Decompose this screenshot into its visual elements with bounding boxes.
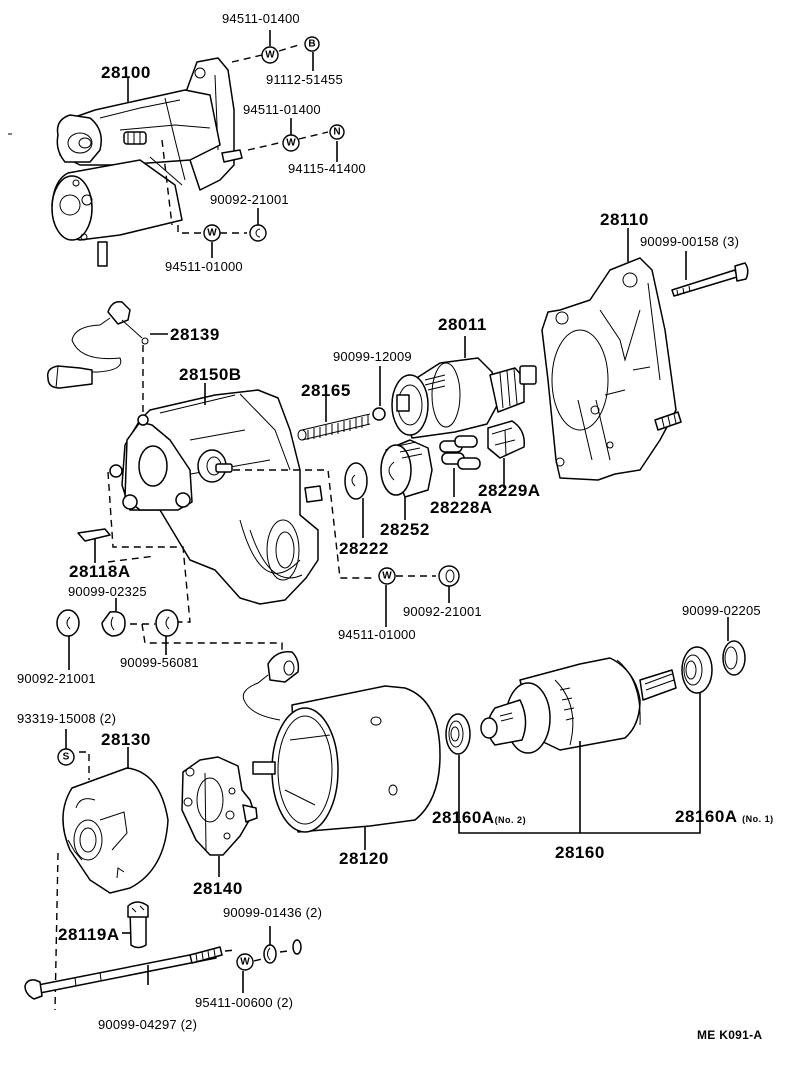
clip-90099-56081[interactable] [155,609,179,637]
label-90092-21001-mid: 90092-21001 [403,604,482,619]
quantity: (2) [180,1017,198,1032]
label-95411-00600: 95411-00600 (2) [195,996,293,1009]
label-90099-01436: 90099-01436 (2) [223,906,322,919]
label-28228a: 28228A [430,498,493,517]
label-28222: 28222 [339,539,389,558]
label-28130: 28130 [101,730,151,749]
svg-text:W: W [265,50,275,61]
brush-28119a[interactable] [127,901,149,949]
brush-holder-28140[interactable] [181,756,258,856]
label-90099-02325: 90099-02325 [68,584,147,599]
clutch-28011[interactable] [391,357,537,439]
plate-28118a[interactable] [77,528,111,542]
label-94115-41400: 94115-41400 [288,161,366,176]
through-bolt-90099-04297[interactable] [24,946,223,1000]
washer-symbol: W [282,134,300,152]
quantity: (3) [722,234,740,249]
clip-90092-21001-mid[interactable] [438,565,460,587]
part-number: 90099-00158 [640,234,719,249]
end-frame-28130[interactable] [62,767,169,894]
washer-symbol: W [378,567,396,585]
part-number: 28160A [675,807,737,826]
label-28165: 28165 [301,381,351,400]
label-28150b: 28150B [179,365,242,384]
ball-90099-12009[interactable] [372,407,386,421]
part-number: 28160A [432,808,495,827]
label-91112-51455: 91112-51455 [266,72,343,87]
label-28160: 28160 [555,843,605,862]
spring-28165[interactable] [297,413,371,441]
label-94511-01000-top: 94511-01000 [165,259,243,274]
lock-washer-90099-01436[interactable] [263,944,277,964]
idler-gear-28252[interactable] [380,439,433,498]
clip-90092-21001-left[interactable] [56,609,80,637]
part-number: 95411-00600 [195,995,273,1010]
label-28118a: 28118A [69,562,131,581]
label-90092-21001-top: 90092-21001 [210,192,289,207]
label-28011: 28011 [438,315,487,334]
label-28229a: 28229A [478,481,541,500]
armature-28160[interactable] [480,657,677,754]
label-28120: 28120 [339,849,389,868]
label-28252: 28252 [380,520,430,539]
label-93319-15008: 93319-15008 (2) [17,712,116,725]
label-90099-04297: 90099-04297 (2) [98,1018,197,1031]
label-90099-56081: 90099-56081 [120,655,199,670]
clip-symbol [249,224,267,242]
bearing-28160a-no2[interactable] [445,713,471,755]
nut-symbol: N [329,124,345,140]
washer-symbol: W [236,953,254,971]
retainer-28229a[interactable] [487,420,525,459]
yoke-28120[interactable] [242,651,441,833]
quantity: (2) [305,905,323,920]
label-90099-00158: 90099-00158 (3) [640,235,739,248]
part-number: 90099-01436 [223,905,302,920]
o-ring[interactable] [292,939,302,955]
part-number: 90099-04297 [98,1017,177,1032]
bearing-28160a-no1[interactable] [681,646,713,694]
svg-text:B: B [308,39,315,50]
label-28140: 28140 [193,879,243,898]
position-note: (No. 2) [494,815,527,825]
svg-text:W: W [207,228,217,239]
starter-assembly-28100[interactable] [8,57,243,267]
svg-text:W: W [240,957,250,968]
label-28100: 28100 [101,63,151,82]
label-94511-01400-top: 94511-01400 [222,11,300,26]
svg-text:N: N [333,127,340,138]
bolt-symbol: B [304,36,320,52]
diagram-reference-code: ME K091-A [697,1028,763,1042]
quantity: (2) [99,711,117,726]
washer-symbol: W [203,224,221,242]
label-28160a-no2: 28160A(No. 2) [432,809,526,826]
label-28160a-no1: 28160A (No. 1) [675,808,774,825]
label-94511-01000-mid: 94511-01000 [338,627,416,642]
rollers-28228a[interactable] [439,435,481,470]
bolt-90099-00158[interactable] [671,262,749,297]
washer-symbol: W [261,46,279,64]
washer-28222[interactable] [344,462,368,500]
label-90092-21001-left: 90092-21001 [17,671,96,686]
label-90099-02205: 90099-02205 [682,603,761,618]
clip-90099-02325[interactable] [101,610,126,637]
svg-text:W: W [382,571,392,582]
housing-28110[interactable] [541,257,682,481]
label-90099-12009: 90099-12009 [333,349,412,364]
lead-wire-28139[interactable] [46,300,149,389]
quantity: (2) [276,995,294,1010]
position-note: (No. 1) [742,814,774,824]
seal-90099-02205[interactable] [722,640,746,676]
svg-text:W: W [286,138,296,149]
case-28150b[interactable] [109,389,323,605]
svg-text:S: S [63,752,70,763]
label-28110: 28110 [600,210,649,229]
label-28119a: 28119A [58,925,120,944]
label-28139: 28139 [170,325,220,344]
screw-symbol: S [57,748,75,766]
part-number: 93319-15008 [17,711,96,726]
label-94511-01400-mid: 94511-01400 [243,102,321,117]
